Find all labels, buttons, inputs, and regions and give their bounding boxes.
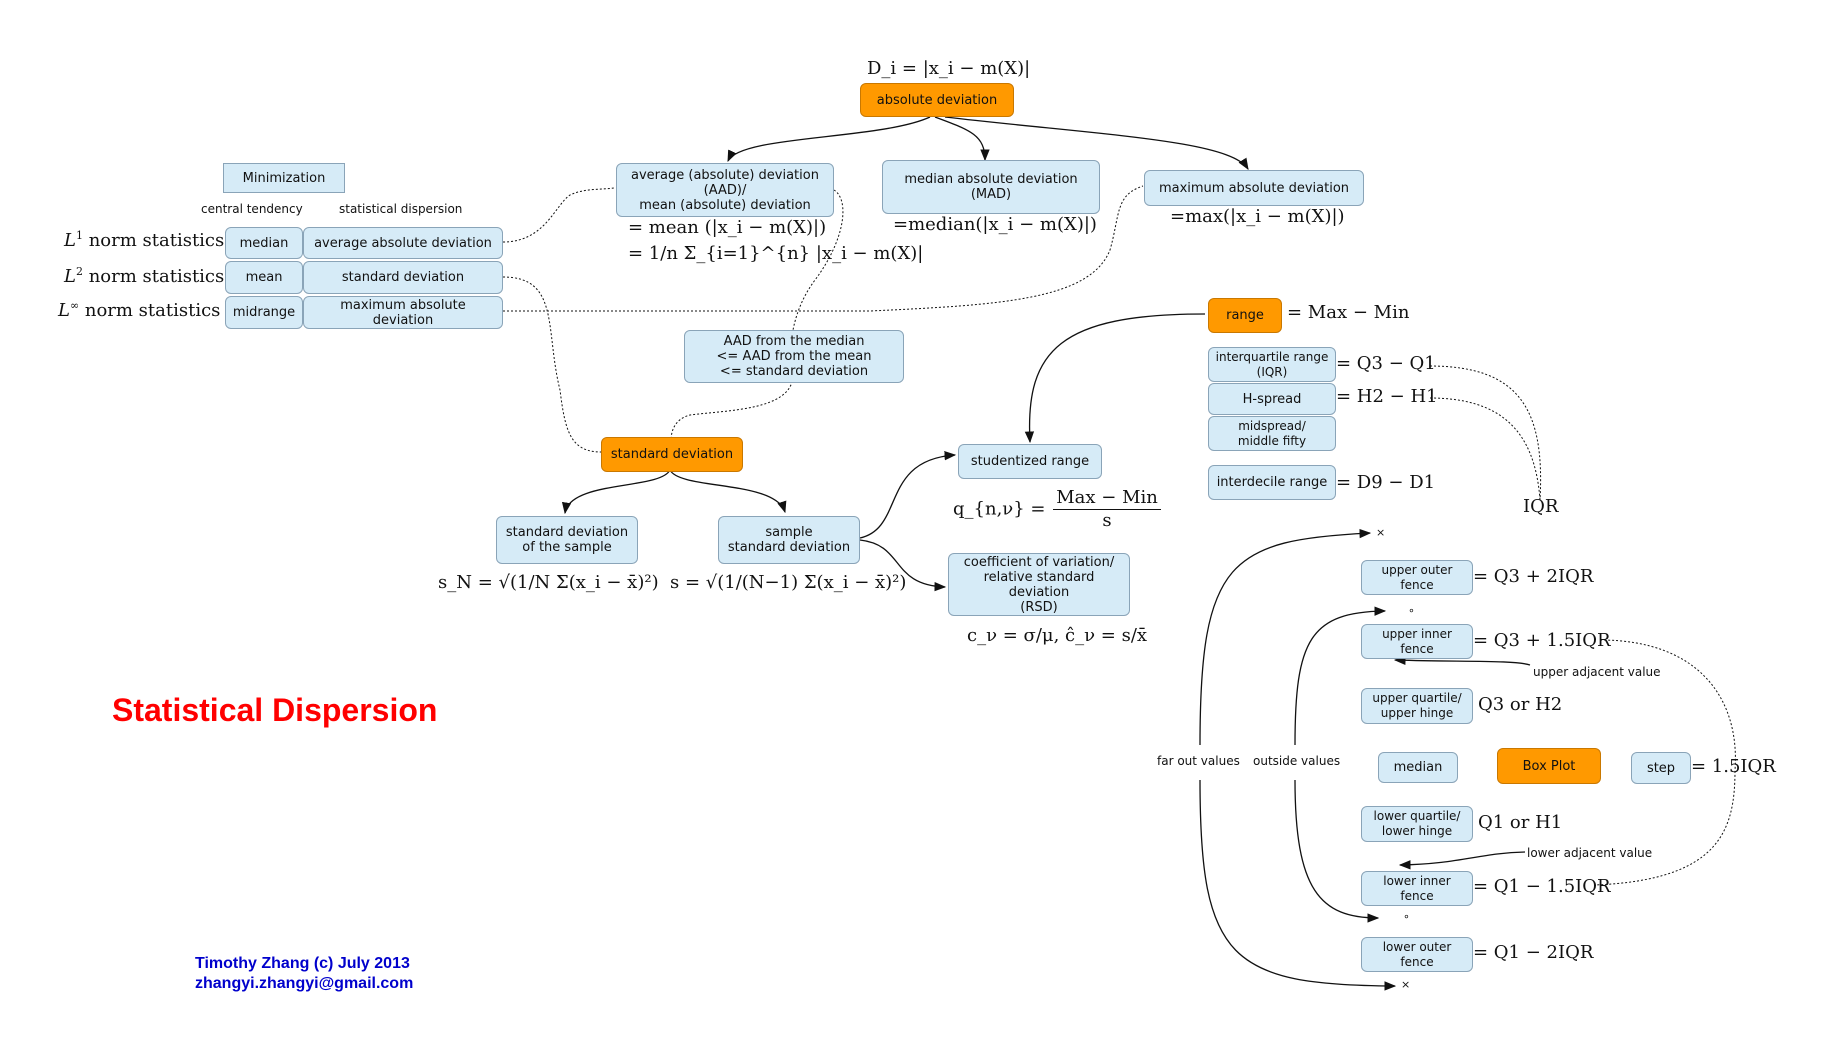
lower-quartile-formula: Q1 or H1 (1478, 812, 1563, 833)
lower-adjacent-value-label: lower adjacent value (1527, 846, 1653, 860)
outside-values-label: outside values (1253, 754, 1341, 768)
coefficient-of-variation-formula: c_ν = σ/μ, ĉ_ν = s/x̄ (967, 625, 1148, 646)
outside-marker-top: ∘ (1408, 604, 1415, 617)
lower-quartile-node: lower quartile/ lower hinge (1361, 806, 1473, 842)
box-plot-node: Box Plot (1497, 748, 1601, 784)
edge-lower-adjacent (1398, 851, 1526, 870)
link-hspread (1429, 397, 1541, 501)
page-title: Statistical Dispersion (112, 692, 438, 728)
edge-sd-pop (561, 469, 671, 515)
upper-outer-fence-formula: = Q3 + 2IQR (1473, 566, 1594, 587)
midspread-node: midspread/ middle fifty (1208, 416, 1336, 451)
sample-sd-node: sample standard deviation (718, 516, 860, 564)
interdecile-range-formula: = D9 − D1 (1336, 472, 1436, 493)
l1-norm-label: L1 norm statistics (64, 229, 225, 251)
outside-marker-bottom: ∘ (1403, 910, 1410, 923)
interdecile-range-node: interdecile range (1208, 465, 1336, 500)
lower-outer-fence-formula: = Q1 − 2IQR (1473, 942, 1594, 963)
edge-sd-sample (669, 469, 787, 514)
max-deviation-node: maximum absolute deviation (1144, 170, 1364, 206)
absolute-deviation-node: absolute deviation (860, 83, 1014, 117)
linf-norm-label: L∞ norm statistics (58, 299, 221, 321)
lower-inner-fence-node: lower inner fence (1361, 871, 1473, 906)
h-spread-node: H-spread (1208, 383, 1336, 415)
sample-sd-formula: s = √(1/(N−1) Σ(x_i − x̄)²) (670, 572, 907, 593)
aad-formula-sum: = 1/n Σ_{i=1}^{n} |x_i − m(X)| (628, 243, 924, 264)
coefficient-of-variation-node: coefficient of variation/ relative stand… (948, 553, 1130, 616)
standard-deviation-node: standard deviation (601, 437, 743, 472)
mad-formula: =median(|x_i − m(X)|) (893, 214, 1097, 235)
col-central-tendency: central tendency (201, 202, 303, 216)
edge-outside-up (1294, 606, 1387, 746)
lower-inner-fence-formula: = Q1 − 1.5IQR (1473, 876, 1611, 897)
edge-farout-down (1199, 779, 1397, 991)
upper-inner-fence-formula: = Q3 + 1.5IQR (1473, 630, 1611, 651)
edge-absdev-mad (934, 116, 990, 162)
aad-node: average (absolute) deviation (AAD)/ mean… (616, 163, 834, 217)
far-out-marker-top: × (1376, 526, 1386, 539)
edge-sample-cov (859, 539, 947, 592)
mad-node: median absolute deviation (MAD) (882, 160, 1100, 214)
edge-range-stud (1024, 313, 1206, 444)
edge-outside-down (1294, 779, 1380, 923)
link-note-sd (670, 376, 794, 446)
h-spread-formula: = H2 − H1 (1336, 386, 1438, 407)
upper-outer-fence-node: upper outer fence (1361, 560, 1473, 595)
average-absolute-deviation-cell: average absolute deviation (303, 227, 503, 259)
link-aad-note (792, 189, 844, 331)
edge-sample-stud (859, 451, 957, 539)
box-median-node: median (1378, 752, 1458, 783)
edge-absdev-max (944, 116, 1249, 170)
col-statistical-dispersion: statistical dispersion (339, 202, 463, 216)
maximum-absolute-deviation-cell: maximum absolute deviation (303, 296, 503, 329)
credit-email: zhangyi.zhangyi@gmail.com (195, 975, 414, 992)
studentized-range-node: studentized range (958, 444, 1102, 479)
max-deviation-formula: =max(|x_i − m(X)|) (1170, 206, 1345, 227)
iqr-node: interquartile range (IQR) (1208, 347, 1336, 382)
link-sd-row2 (502, 276, 602, 453)
upper-inner-fence-node: upper inner fence (1361, 624, 1473, 659)
link-max-row3 (503, 185, 1144, 312)
far-out-values-label: far out values (1157, 754, 1240, 768)
l2-norm-label: L2 norm statistics (64, 265, 225, 287)
median-cell: median (225, 227, 303, 259)
edge-upper-adjacent (1393, 655, 1531, 666)
minimization-header: Minimization (223, 163, 345, 193)
iqr-formula: = Q3 − Q1 (1336, 353, 1436, 374)
link-aad-row1 (502, 187, 615, 243)
edge-farout-up (1199, 528, 1372, 746)
range-node: range (1208, 298, 1282, 333)
upper-quartile-node: upper quartile/ upper hinge (1361, 688, 1473, 724)
step-node: step (1631, 752, 1691, 784)
population-sd-formula: s_N = √(1/N Σ(x_i − x̄)²) (438, 572, 659, 593)
far-out-marker-bottom: × (1401, 978, 1411, 991)
population-sd-node: standard deviation of the sample (496, 516, 638, 564)
midrange-cell: midrange (225, 296, 303, 329)
range-formula: = Max − Min (1287, 302, 1410, 323)
absolute-deviation-formula: D_i = |x_i − m(X)| (867, 58, 1031, 79)
aad-formula-mean: = mean (|x_i − m(X)|) (628, 217, 827, 238)
standard-deviation-cell: standard deviation (303, 261, 503, 294)
aad-comparison-note: AAD from the median <= AAD from the mean… (684, 330, 904, 383)
edge-absdev-aad (727, 116, 931, 163)
credit-author: Timothy Zhang (c) July 2013 (195, 955, 410, 972)
step-formula: = 1.5IQR (1691, 756, 1776, 777)
lower-outer-fence-node: lower outer fence (1361, 937, 1473, 972)
upper-quartile-formula: Q3 or H2 (1478, 694, 1563, 715)
mean-cell: mean (225, 261, 303, 294)
upper-adjacent-value-label: upper adjacent value (1533, 665, 1661, 679)
iqr-tag: IQR (1523, 496, 1559, 517)
link-iqr (1429, 365, 1542, 501)
